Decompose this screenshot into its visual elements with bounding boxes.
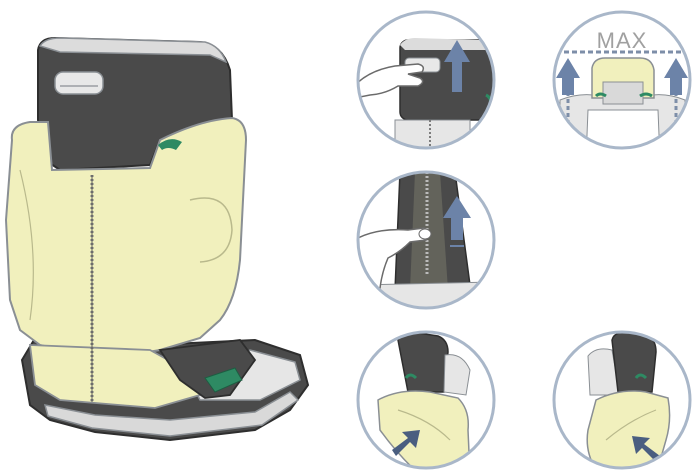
headrest-handle xyxy=(55,72,103,94)
fold-backrest-forward-icon xyxy=(358,332,494,470)
finger-press-release-icon xyxy=(355,172,500,312)
headrest-max-height-icon: MAX xyxy=(554,12,690,160)
booster-seat-illustration xyxy=(6,38,308,440)
max-label: MAX xyxy=(597,28,648,53)
fold-backrest-back-icon xyxy=(554,332,690,470)
hand-pull-headrest-icon xyxy=(355,12,495,150)
